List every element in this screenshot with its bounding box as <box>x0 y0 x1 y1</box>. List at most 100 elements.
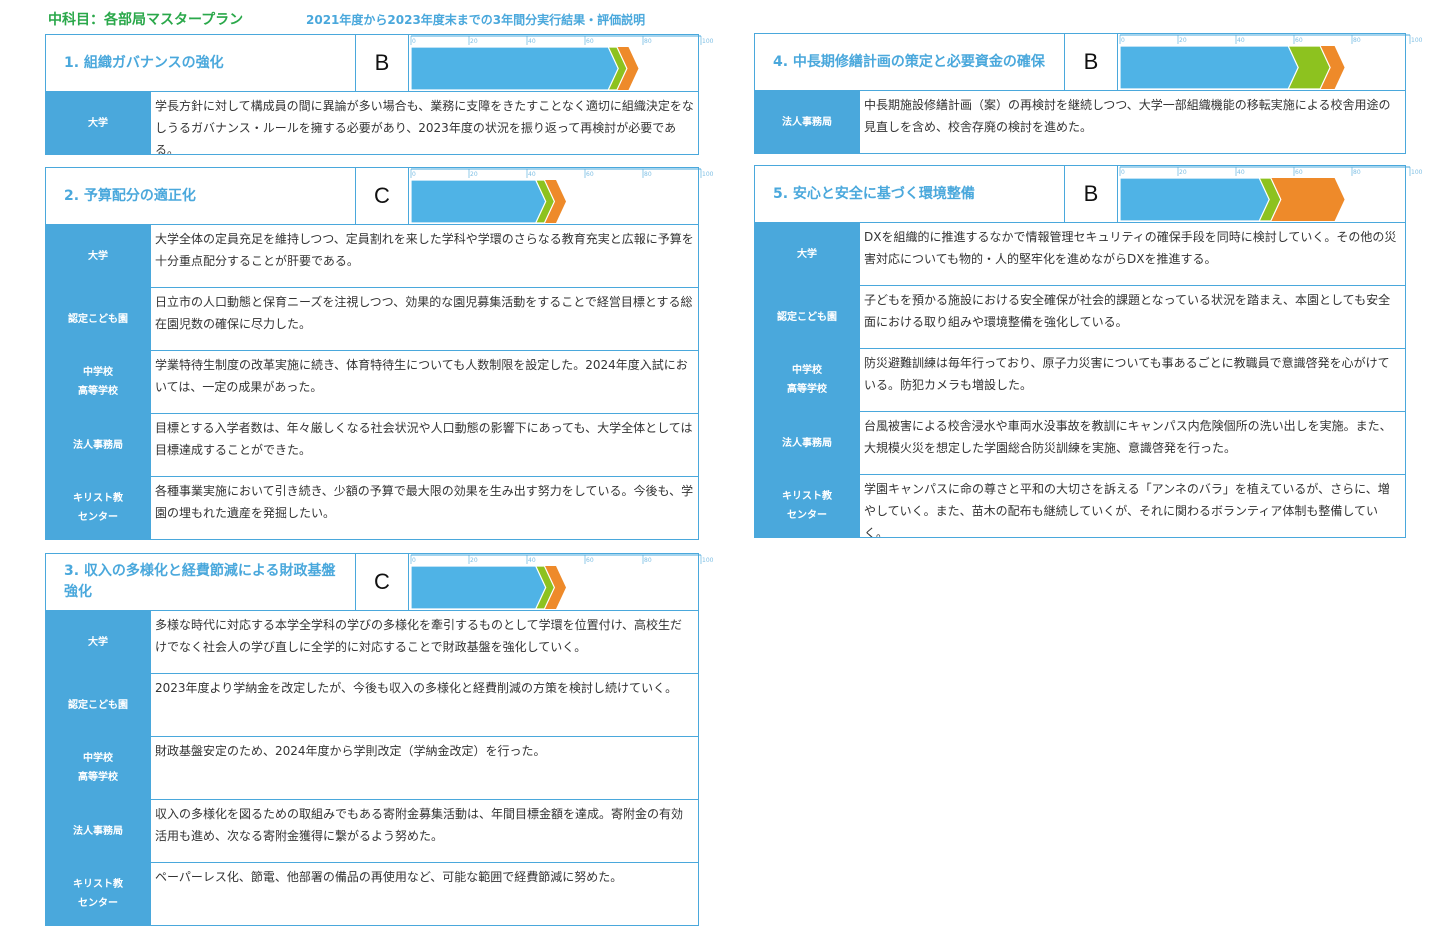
row-text: 各種事業実施において引き続き、少額の予算で最大限の効果を生み出す努力をしている。… <box>150 477 698 539</box>
row-text: 中長期施設修繕計画（案）の再検討を継続しつつ、大学一部組織機能の移転実施による校… <box>859 91 1405 153</box>
row-label: キリスト教 センター <box>755 475 859 537</box>
scale-tick-label: 40 <box>528 38 536 45</box>
scale-tick-label: 20 <box>1179 169 1187 176</box>
row-text: 子どもを預かる施設における安全確保が社会的課題となっている状況を踏まえ、本園とし… <box>859 286 1405 348</box>
progress-segment-blue <box>410 565 547 610</box>
section-row: キリスト教 センターペーパーレス化、節電、他部署の備品の再使用など、可能な範囲で… <box>46 862 698 925</box>
row-text: ペーパーレス化、節電、他部署の備品の再使用など、可能な範囲で経費節減に努めた。 <box>150 863 698 925</box>
row-label: 大学 <box>46 225 150 287</box>
section-row: 大学多様な時代に対応する本学全学科の学びの多様化を牽引するものとして学環を位置付… <box>46 610 698 673</box>
scale-tick-label: 80 <box>644 38 652 45</box>
section-row: 認定こども園日立市の人口動態と保育ニーズを注視しつつ、効果的な園児募集活動をする… <box>46 287 698 350</box>
scale-tick-label: 0 <box>412 171 416 178</box>
row-label: キリスト教 センター <box>46 477 150 539</box>
section-row: 法人事務局目標とする入学者数は、年々厳しくなる社会状況や人口動態の影響下にあって… <box>46 413 698 476</box>
progress-segment-blue <box>1119 177 1270 222</box>
section-row: キリスト教 センター学園キャンパスに命の尊さと平和の大切さを訴える「アンネのバラ… <box>755 474 1405 537</box>
scale-tick-label: 100 <box>1411 169 1423 176</box>
progress-segment-orange <box>1260 178 1345 221</box>
scale-tick-label: 40 <box>1237 169 1245 176</box>
row-text: 2023年度より学納金を改定したが、今後も収入の多様化と経費削減の方策を検討し続… <box>150 674 698 736</box>
section-row: 法人事務局台風被害による校舎浸水や車両水没事故を教訓にキャンパス内危険個所の洗い… <box>755 411 1405 474</box>
scale-tick-label: 20 <box>1179 37 1187 44</box>
section-title: 1. 組織ガバナンスの強化 <box>46 35 356 91</box>
row-label: 中学校 高等学校 <box>46 351 150 413</box>
grade-badge: B <box>356 35 409 91</box>
scale-tick-label: 60 <box>586 171 594 178</box>
row-label: 大学 <box>46 92 150 154</box>
row-text: 収入の多様化を図るための取組みでもある寄附金募集活動は、年間目標金額を達成。寄附… <box>150 800 698 862</box>
row-label: 認定こども園 <box>46 674 150 736</box>
scale-tick-label: 100 <box>702 38 714 45</box>
grade-badge: C <box>356 168 409 224</box>
row-label: 大学 <box>46 611 150 673</box>
scale-tick-label: 20 <box>470 38 478 45</box>
scale-tick-label: 100 <box>702 557 714 564</box>
scale-tick-label: 80 <box>644 557 652 564</box>
row-text: 防災避難訓練は毎年行っており、原子力災害についても事あるごとに教職員で意識啓発を… <box>859 349 1405 411</box>
progress-segment-blue <box>410 46 619 91</box>
scale-tick-label: 20 <box>470 171 478 178</box>
scale-tick-label: 40 <box>1237 37 1245 44</box>
scale-tick-label: 80 <box>644 171 652 178</box>
scale-tick-label: 60 <box>586 557 594 564</box>
scale-tick-label: 80 <box>1353 169 1361 176</box>
row-text: 多様な時代に対応する本学全学科の学びの多様化を牽引するものとして学環を位置付け、… <box>150 611 698 673</box>
row-label: 中学校 高等学校 <box>755 349 859 411</box>
row-label: 中学校 高等学校 <box>46 737 150 799</box>
row-text: 台風被害による校舎浸水や車両水没事故を教訓にキャンパス内危険個所の洗い出しを実施… <box>859 412 1405 474</box>
section-row: 認定こども園子どもを預かる施設における安全確保が社会的課題となっている状況を踏ま… <box>755 285 1405 348</box>
section-row: 中学校 高等学校財政基盤安定のため、2024年度から学則改定（学納金改定）を行っ… <box>46 736 698 799</box>
scale-tick-label: 40 <box>528 557 536 564</box>
scale-tick-label: 0 <box>1121 37 1125 44</box>
row-text: 日立市の人口動態と保育ニーズを注視しつつ、効果的な園児募集活動をすることで経営目… <box>150 288 698 350</box>
page-title: 中科目：各部局マスタープラン <box>48 12 244 28</box>
scale-tick-label: 0 <box>412 557 416 564</box>
row-label: 法人事務局 <box>755 91 859 153</box>
section-row: 大学学長方針に対して構成員の間に異論が多い場合も、業務に支障をきたすことなく適切… <box>46 91 698 154</box>
section-row: 大学大学全体の定員充足を維持しつつ、定員割れを来した学科や学環のさらなる教育充実… <box>46 224 698 287</box>
row-text: 目標とする入学者数は、年々厳しくなる社会状況や人口動態の影響下にあっても、大学全… <box>150 414 698 476</box>
section-row: 中学校 高等学校防災避難訓練は毎年行っており、原子力災害についても事あるごとに教… <box>755 348 1405 411</box>
row-label: 大学 <box>755 223 859 285</box>
row-text: 財政基盤安定のため、2024年度から学則改定（学納金改定）を行った。 <box>150 737 698 799</box>
grade-badge: B <box>1065 166 1118 222</box>
scale-tick-label: 0 <box>1121 169 1125 176</box>
row-label: 法人事務局 <box>46 414 150 476</box>
row-label: 法人事務局 <box>46 800 150 862</box>
progress-segment-blue <box>410 179 547 224</box>
scale-tick-label: 100 <box>702 171 714 178</box>
section-title: 2. 予算配分の適正化 <box>46 168 356 224</box>
scale-tick-label: 60 <box>1295 37 1303 44</box>
row-text: 大学全体の定員充足を維持しつつ、定員割れを来した学科や学環のさらなる教育充実と広… <box>150 225 698 287</box>
scale-tick-label: 100 <box>1411 37 1423 44</box>
row-text: DXを組織的に推進するなかで情報管理セキュリティの確保手段を同時に検討していく。… <box>859 223 1405 285</box>
row-label: 認定こども園 <box>46 288 150 350</box>
row-text: 学業特待生制度の改革実施に続き、体育特待生についても人数制限を設定した。2024… <box>150 351 698 413</box>
section-row: 法人事務局中長期施設修繕計画（案）の再検討を継続しつつ、大学一部組織機能の移転実… <box>755 90 1405 153</box>
section-title: 5. 安心と安全に基づく環境整備 <box>755 166 1065 222</box>
progress-segment-blue <box>1119 45 1299 90</box>
section-row: キリスト教 センター各種事業実施において引き続き、少額の予算で最大限の効果を生み… <box>46 476 698 539</box>
row-text: 学園キャンパスに命の尊さと平和の大切さを訴える「アンネのバラ」を植えているが、さ… <box>859 475 1405 537</box>
row-label: キリスト教 センター <box>46 863 150 925</box>
